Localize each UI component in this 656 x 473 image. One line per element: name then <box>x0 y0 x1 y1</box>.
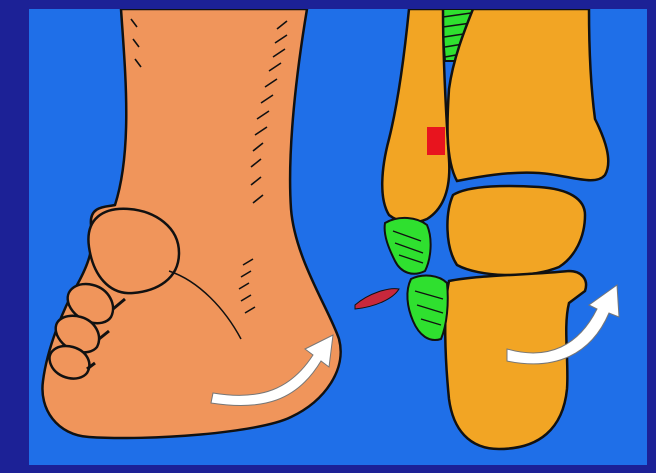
fibula <box>382 9 449 222</box>
fracture-marker <box>427 127 445 155</box>
talus <box>447 186 585 275</box>
ligament-tear <box>355 289 399 309</box>
lateral-ligament-upper <box>385 218 431 274</box>
ankle-bones-posterior-view <box>382 9 619 449</box>
illustration-panel <box>29 9 647 465</box>
ankle-sprain-illustration <box>29 9 647 465</box>
tibia <box>447 9 608 181</box>
foot-and-lower-leg <box>42 9 340 438</box>
